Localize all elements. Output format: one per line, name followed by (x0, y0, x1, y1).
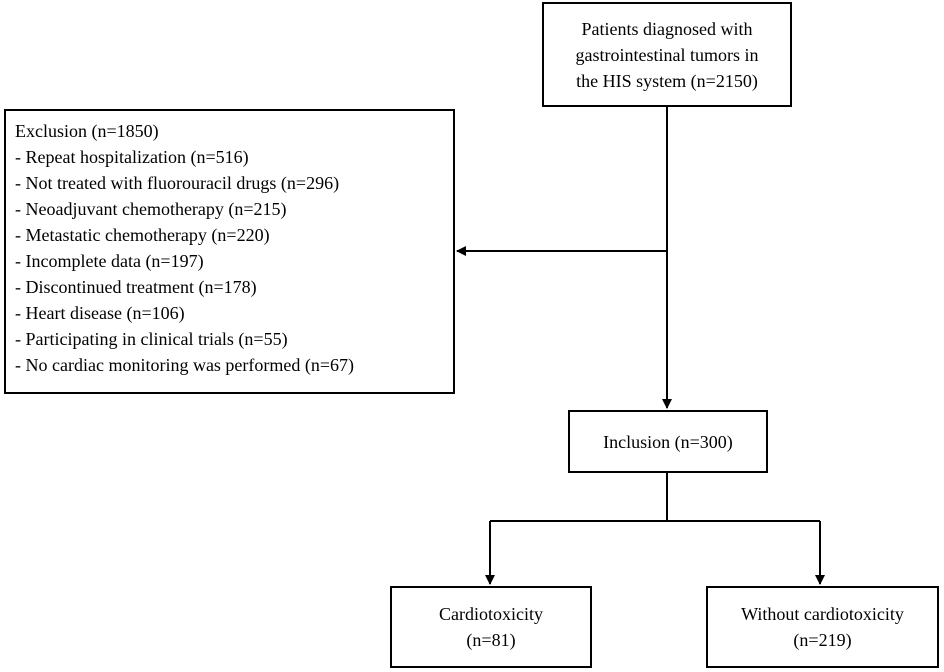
exclusion-item: - Heart disease (n=106) (15, 303, 185, 323)
exclusion-item: - Metastatic chemotherapy (n=220) (15, 225, 270, 245)
patients-line-2: gastrointestinal tumors in (575, 44, 759, 65)
without-cardiotoxicity-box: Without cardiotoxicity (n=219) (706, 586, 939, 668)
patients-box: Patients diagnosed with gastrointestinal… (542, 2, 792, 107)
cardiotoxicity-box: Cardiotoxicity (n=81) (390, 586, 592, 668)
cardiotoxicity-label: Cardiotoxicity (439, 604, 543, 624)
patients-line-1: Patients diagnosed with (581, 18, 753, 39)
exclusion-item: - Not treated with fluorouracil drugs (n… (15, 173, 340, 193)
exclusion-item: - No cardiac monitoring was performed (n… (15, 355, 355, 375)
exclusion-title: Exclusion (n=1850) (15, 121, 159, 141)
exclusion-item: - Neoadjuvant chemotherapy (n=215) (15, 199, 287, 219)
without-cardiotoxicity-label: Without cardiotoxicity (741, 604, 904, 624)
inclusion-label: Inclusion (n=300) (603, 431, 733, 452)
cardiotoxicity-count: (n=81) (466, 630, 516, 650)
inclusion-box: Inclusion (n=300) (568, 410, 768, 473)
exclusion-item: - Participating in clinical trials (n=55… (15, 329, 288, 349)
exclusion-item: - Discontinued treatment (n=178) (15, 277, 257, 297)
exclusion-box: Exclusion (n=1850) - Repeat hospitalizat… (4, 109, 455, 394)
without-cardiotoxicity-count: (n=219) (793, 630, 852, 650)
patients-line-3: the HIS system (n=2150) (576, 70, 758, 91)
exclusion-item: - Incomplete data (n=197) (15, 251, 204, 271)
exclusion-item: - Repeat hospitalization (n=516) (15, 147, 249, 167)
